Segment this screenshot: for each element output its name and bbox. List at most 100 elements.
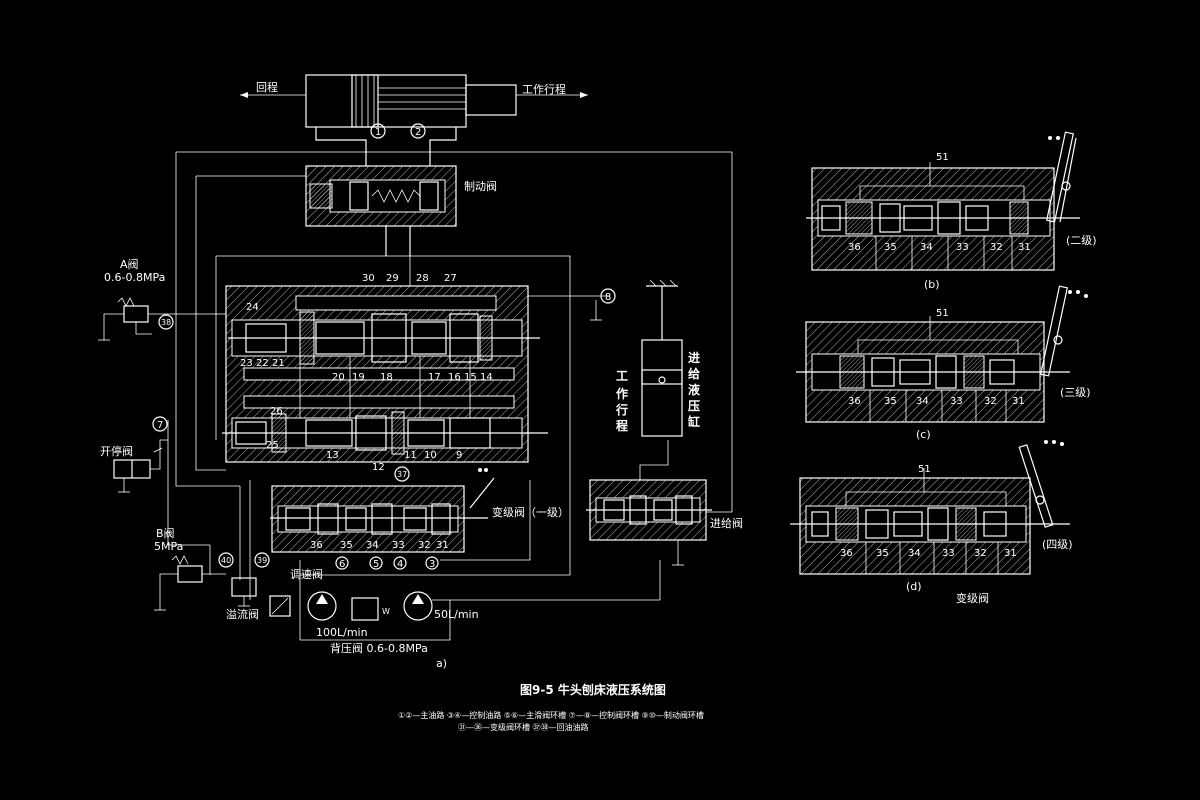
svg-text:开停阀: 开停阀: [100, 444, 133, 458]
svg-text:程: 程: [616, 418, 628, 433]
svg-text:19: 19: [352, 372, 365, 383]
return-stroke-label: 回程: [256, 81, 278, 94]
svg-text:22: 22: [256, 358, 269, 369]
main-cylinder: 回程 工作行程 1 2: [240, 74, 588, 166]
port-circle-7: [152, 416, 168, 432]
pipe-lines: [167, 151, 733, 641]
svg-text:14: 14: [480, 372, 493, 383]
port-circle-4: [393, 556, 407, 570]
shift-valve-title: 变级阀: [956, 591, 989, 605]
svg-text:33: 33: [956, 242, 969, 253]
svg-text:9: 9: [456, 450, 462, 461]
svg-text:33: 33: [950, 396, 963, 407]
svg-text:51: 51: [918, 464, 931, 475]
svg-text:36: 36: [848, 396, 861, 407]
svg-text:液: 液: [688, 382, 700, 397]
svg-text:7: 7: [157, 420, 163, 431]
svg-text:34: 34: [916, 396, 929, 407]
svg-text:溢流阀: 溢流阀: [226, 607, 259, 621]
svg-text:给: 给: [688, 366, 700, 381]
svg-text:35: 35: [884, 242, 897, 253]
svg-text:W: W: [382, 607, 390, 616]
pump-right: 50L/min: [403, 591, 479, 621]
svg-text:38: 38: [161, 318, 171, 327]
svg-text:18: 18: [380, 372, 393, 383]
svg-text:3: 3: [429, 559, 435, 570]
fig-a-label: a): [436, 657, 447, 670]
svg-text:36: 36: [840, 548, 853, 559]
svg-text:作: 作: [616, 386, 628, 401]
svg-text:32: 32: [984, 396, 997, 407]
port-circle-39: [254, 552, 270, 568]
figure-caption: 图9-5 牛头刨床液压系统图: [520, 682, 666, 697]
valve-a: A阀 0.6-0.8MPa 38: [98, 257, 226, 341]
port-circle-5: [369, 556, 383, 570]
legend-line-1: ①②—主油路 ③④—控制油路 ⑤⑥—主滑阀环槽 ⑦—⑧—控制阀环槽 ⑨⑩—制动阀…: [398, 710, 704, 720]
svg-text:39: 39: [257, 556, 267, 565]
svg-text:(四级): (四级): [1042, 538, 1073, 551]
brake-valve-label: 制动阀: [464, 179, 497, 193]
svg-text:25: 25: [266, 440, 279, 451]
svg-text:17: 17: [428, 372, 441, 383]
svg-text:51: 51: [936, 308, 949, 319]
shift-valve-1-label: 变级阀（一级）: [492, 505, 569, 519]
svg-text:4: 4: [397, 559, 403, 570]
svg-text:行: 行: [615, 402, 628, 417]
port-circle-40: [218, 552, 234, 568]
svg-text:缸: 缸: [688, 414, 700, 429]
svg-text:31: 31: [1004, 548, 1017, 559]
svg-text:30: 30: [362, 273, 375, 284]
svg-text:31: 31: [1018, 242, 1031, 253]
svg-text:A阀: A阀: [120, 257, 139, 271]
svg-text:31: 31: [1012, 396, 1025, 407]
svg-text:24: 24: [246, 302, 259, 313]
speed-valve: 调速阀: [269, 567, 323, 617]
svg-text:34: 34: [920, 242, 933, 253]
svg-text:6: 6: [339, 559, 345, 570]
svg-text:34: 34: [366, 540, 379, 551]
svg-text:(c): (c): [916, 428, 931, 441]
svg-text:29: 29: [386, 273, 399, 284]
svg-text:31: 31: [436, 540, 449, 551]
svg-text:35: 35: [884, 396, 897, 407]
svg-text:51: 51: [936, 152, 949, 163]
svg-text:12: 12: [372, 462, 385, 473]
svg-text:调速阀: 调速阀: [290, 567, 323, 581]
port-circle-2: [410, 123, 426, 139]
port-circle-8: [600, 288, 616, 304]
svg-text:20: 20: [332, 372, 345, 383]
svg-text:50L/min: 50L/min: [434, 608, 479, 621]
svg-text:1: 1: [375, 127, 381, 138]
svg-text:36: 36: [310, 540, 323, 551]
svg-text:11: 11: [404, 450, 417, 461]
svg-text:33: 33: [392, 540, 405, 551]
svg-text:2: 2: [415, 127, 421, 138]
motor-box: W: [351, 597, 390, 621]
start-stop-valve: 7 开停阀: [100, 416, 168, 493]
svg-text:32: 32: [418, 540, 431, 551]
svg-text:27: 27: [444, 273, 457, 284]
detail-b: 51 36 35 34 33 32 31 (二级) (b): [806, 131, 1097, 291]
port-circle-6: [335, 556, 349, 570]
svg-text:15: 15: [464, 372, 477, 383]
svg-text:5: 5: [373, 559, 379, 570]
svg-text:40: 40: [221, 556, 231, 565]
svg-text:(二级): (二级): [1066, 234, 1097, 247]
svg-text:13: 13: [326, 450, 339, 461]
svg-text:8: 8: [605, 292, 611, 303]
svg-text:压: 压: [688, 399, 700, 413]
svg-text:21: 21: [272, 358, 285, 369]
svg-text:5MPa: 5MPa: [154, 540, 183, 553]
svg-text:35: 35: [876, 548, 889, 559]
svg-text:32: 32: [990, 242, 1003, 253]
shift-valve-1: 36 35 34 33 32 31 变级阀（一级） 6 5 4 3 37: [270, 466, 569, 570]
work-stroke-label: 工作行程: [522, 83, 566, 96]
feed-valve: 进给阀: [586, 479, 743, 541]
svg-text:33: 33: [942, 548, 955, 559]
port-circle-3: [425, 556, 439, 570]
svg-text:34: 34: [908, 548, 921, 559]
svg-text:23: 23: [240, 358, 253, 369]
port-circle-1: [370, 123, 386, 139]
port-circle-37: [394, 466, 410, 482]
